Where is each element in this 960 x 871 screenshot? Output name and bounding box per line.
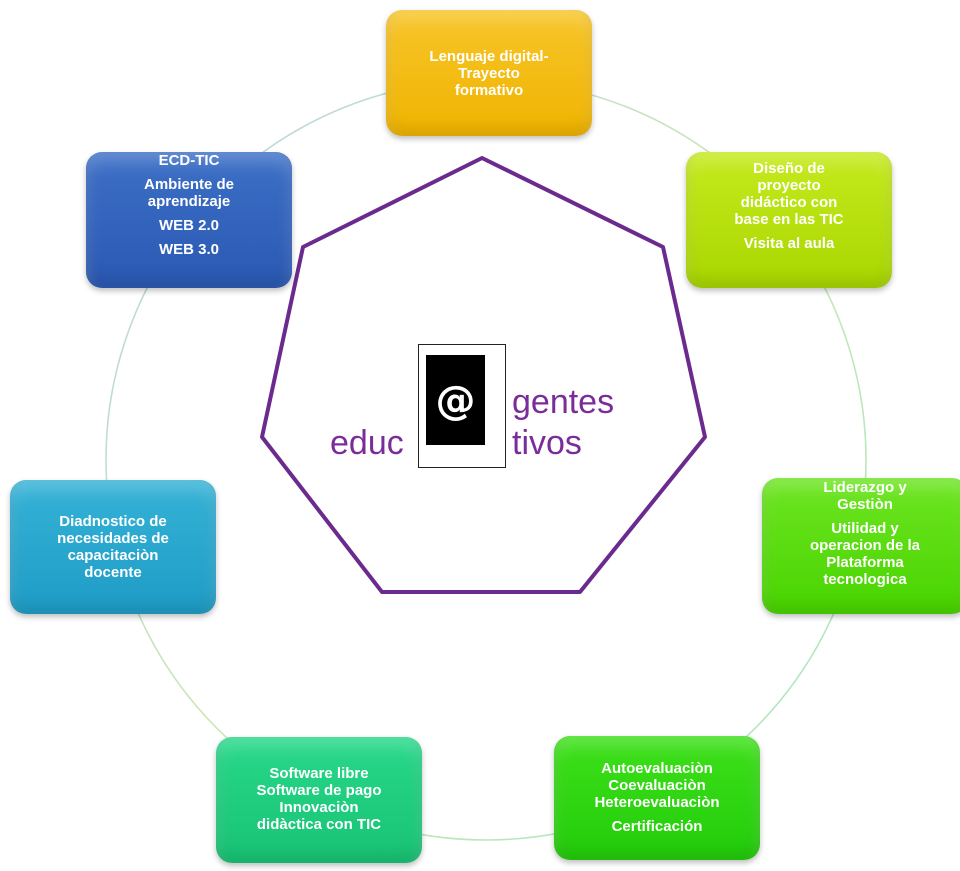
node-line: didáctico con (740, 194, 838, 211)
hub-logo-block: @ (426, 355, 485, 445)
node-line: Diseño de (753, 160, 825, 177)
node-line: didàctica con TIC (256, 816, 382, 833)
node-line: Visita al aula (743, 235, 835, 252)
node-diagnostico: Diadnostico de necesidades de capacitaci… (10, 480, 216, 614)
node-evaluacion: Autoevaluaciòn Coevaluaciòn Heteroevalua… (554, 736, 760, 860)
node-line: Liderazgo y (823, 479, 907, 496)
hub-word-right-bottom: tivos (512, 424, 582, 462)
node-line: WEB 3.0 (158, 241, 219, 258)
hub-logo: @ (418, 344, 506, 468)
node-line: proyecto (757, 177, 821, 194)
node-line: Software libre (269, 765, 369, 782)
node-line: Innovaciòn (279, 799, 359, 816)
node-line: tecnologica (823, 571, 907, 588)
at-sign-icon: @ (435, 378, 476, 424)
node-software: Software libre Software de pago Innovaci… (216, 737, 422, 863)
node-line: capacitaciòn (67, 547, 159, 564)
node-line: operacion de la (809, 537, 921, 554)
node-diseno-proyecto: Diseño de proyecto didáctico con base en… (686, 152, 892, 288)
node-line: Certificación (611, 818, 703, 835)
node-line: Gestiòn (837, 496, 893, 513)
node-ecd-tic: ECD-TIC Ambiente de aprendizaje WEB 2.0 … (86, 152, 292, 288)
hub-word-left: educ (330, 424, 404, 462)
node-line: Coevaluaciòn (608, 777, 706, 794)
node-line: docente (84, 564, 142, 581)
node-line: Autoevaluaciòn (601, 760, 713, 777)
node-line: WEB 2.0 (158, 217, 219, 234)
node-line: Heteroevaluaciòn (594, 794, 720, 811)
node-line: Ambiente de aprendizaje (143, 176, 234, 210)
node-line: base en las TIC (734, 211, 844, 228)
node-line: Diadnostico de (59, 513, 167, 530)
node-line: Plataforma (826, 554, 904, 571)
node-line: Lenguaje digital- (429, 48, 549, 65)
node-line: necesidades de (57, 530, 169, 547)
node-line: ECD-TIC (158, 152, 220, 169)
node-liderazgo-gestion: Liderazgo y Gestiòn Utilidad y operacion… (762, 478, 960, 614)
node-line: Utilidad y (831, 520, 899, 537)
node-lenguaje-digital: Lenguaje digital- Trayecto formativo (386, 10, 592, 136)
node-line: Trayecto (458, 65, 520, 82)
node-line: formativo (454, 82, 524, 99)
node-line: Software de pago (256, 782, 382, 799)
hub-word-right-top: gentes (512, 383, 615, 421)
